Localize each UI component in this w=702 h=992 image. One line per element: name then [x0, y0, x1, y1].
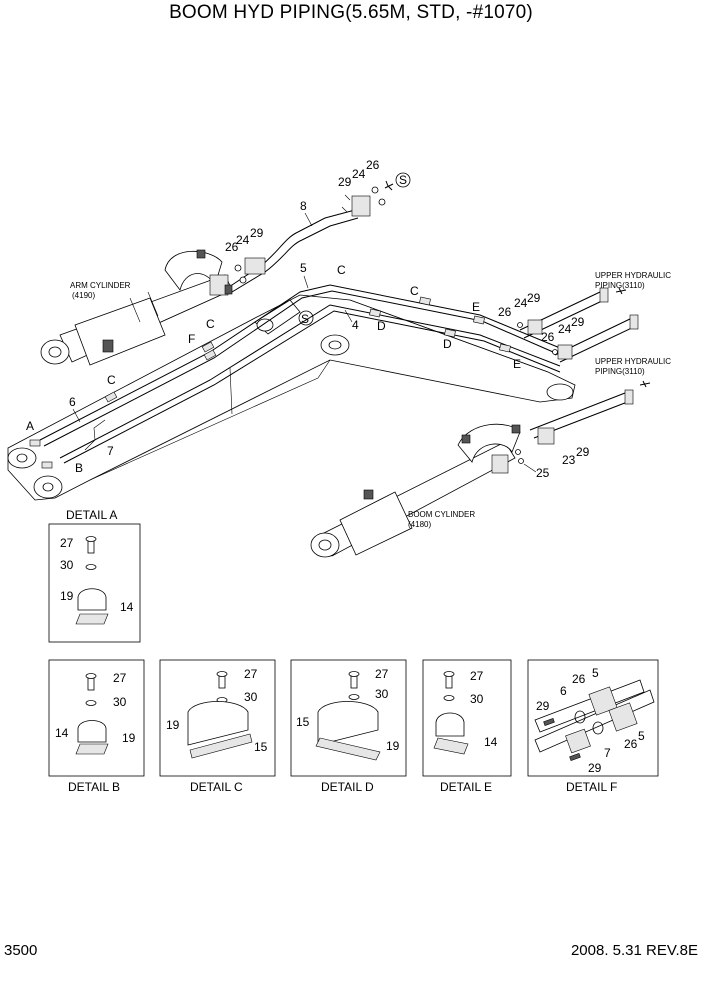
detail-f-5-right: 5 [638, 729, 645, 743]
detail-f-7: 7 [604, 746, 611, 760]
detail-e-30: 30 [470, 692, 484, 706]
detail-a-14: 14 [120, 600, 134, 614]
detail-f-26-right: 26 [624, 737, 638, 751]
detail-f-29-bottom: 29 [588, 761, 602, 775]
callout-d-2: D [443, 337, 452, 351]
callout-b: B [75, 461, 83, 475]
labels: ARM CYLINDER (4190) BOOM CYLINDER (4180)… [70, 271, 671, 529]
upper-hydraulic-code-2: PIPING(3110) [595, 367, 645, 376]
callout-4: 4 [352, 318, 359, 332]
detail-b-27: 27 [113, 671, 127, 685]
boom-body [7, 294, 576, 501]
callout-8: 8 [300, 199, 307, 213]
s-mark-circle [395, 172, 411, 188]
boom-cylinder [310, 423, 521, 558]
detail-b: DETAIL B 27 30 14 19 [48, 659, 145, 794]
callouts: 8 29 24 26 S 26 24 29 5 C C C C S 4 D D … [26, 158, 590, 480]
detail-b-19: 19 [122, 731, 136, 745]
detail-a: DETAIL A 27 30 19 14 [48, 508, 141, 643]
detail-b-14: 14 [55, 726, 69, 740]
callout-24-arm: 24 [236, 233, 250, 247]
callout-26-upper: 26 [498, 305, 512, 319]
detail-a-27: 27 [60, 536, 74, 550]
upper-hydraulic-label-2: UPPER HYDRAULIC [595, 357, 671, 366]
detail-a-30: 30 [60, 558, 74, 572]
upper-hydraulic-code-1: PIPING(3110) [595, 281, 645, 290]
boom-cylinder-code: (4180) [408, 520, 431, 529]
callout-d-1: D [377, 319, 386, 333]
callout-5: 5 [300, 261, 307, 275]
detail-e-title: DETAIL E [440, 780, 492, 794]
callout-26-top: 26 [366, 158, 380, 172]
detail-e-27: 27 [470, 669, 484, 683]
detail-d-15: 15 [296, 715, 310, 729]
callout-24-lower: 24 [558, 322, 572, 336]
detail-c-19: 19 [166, 718, 180, 732]
page-number: 3500 [4, 942, 38, 959]
arm-piping [231, 180, 394, 293]
callout-29-boom: 29 [576, 445, 590, 459]
arm-cylinder-label: ARM CYLINDER [70, 281, 131, 290]
detail-d: DETAIL D 27 30 15 19 [290, 659, 407, 794]
arm-cylinder [40, 249, 233, 366]
callout-29-arm: 29 [250, 226, 264, 240]
callout-e-1: E [472, 300, 480, 314]
detail-a-title: DETAIL A [66, 508, 117, 522]
callout-f: F [188, 332, 195, 346]
callout-c-1: C [337, 263, 346, 277]
detail-c-15: 15 [254, 740, 268, 754]
upper-hydraulic-label-1: UPPER HYDRAULIC [595, 271, 671, 280]
detail-c-title: DETAIL C [190, 780, 243, 794]
callout-26-lower: 26 [541, 330, 555, 344]
page-title: BOOM HYD PIPING(5.65M, STD, -#1070) [169, 2, 533, 23]
detail-d-27: 27 [375, 667, 389, 681]
detail-e-14: 14 [484, 735, 498, 749]
revision-date: 2008. 5.31 REV.8E [570, 942, 698, 959]
callout-c-3: C [206, 317, 215, 331]
s-mark-top: S [399, 173, 407, 187]
detail-f-6: 6 [560, 684, 567, 698]
upper-piping [515, 287, 651, 464]
callout-7: 7 [107, 444, 114, 458]
detail-d-19: 19 [386, 739, 400, 753]
boom-piping [29, 284, 561, 469]
detail-c-30: 30 [244, 690, 258, 704]
s-mark-mid: S [301, 312, 309, 326]
detail-f-5-top: 5 [592, 666, 599, 680]
detail-d-title: DETAIL D [321, 780, 374, 794]
detail-d-30: 30 [375, 687, 389, 701]
arm-cylinder-code: (4190) [72, 291, 95, 300]
callout-24-top: 24 [352, 167, 366, 181]
detail-a-19: 19 [60, 589, 74, 603]
detail-f-29-left: 29 [536, 699, 550, 713]
detail-c: DETAIL C 27 30 19 15 [159, 659, 276, 794]
callout-29-lower: 29 [571, 315, 585, 329]
callout-e-2: E [513, 357, 521, 371]
s-mark-circle-mid [298, 310, 314, 326]
callout-a: A [26, 419, 34, 433]
detail-b-title: DETAIL B [68, 780, 120, 794]
callout-6: 6 [69, 395, 76, 409]
callout-c-2: C [410, 284, 419, 298]
callout-25: 25 [536, 466, 550, 480]
callout-24-upper: 24 [514, 296, 528, 310]
callout-c-4: C [107, 373, 116, 387]
callout-29-upper: 29 [527, 291, 541, 305]
detail-f-title: DETAIL F [566, 780, 617, 794]
detail-f-26-top: 26 [572, 672, 586, 686]
callout-23: 23 [562, 453, 576, 467]
callout-29-top: 29 [338, 175, 352, 189]
detail-c-27: 27 [244, 667, 258, 681]
detail-e: DETAIL E 27 30 14 [422, 659, 512, 794]
callout-26-arm: 26 [225, 240, 239, 254]
detail-f: DETAIL F 26 5 6 29 26 5 7 29 [527, 659, 659, 794]
detail-b-30: 30 [113, 695, 127, 709]
boom-cylinder-label: BOOM CYLINDER [408, 510, 475, 519]
